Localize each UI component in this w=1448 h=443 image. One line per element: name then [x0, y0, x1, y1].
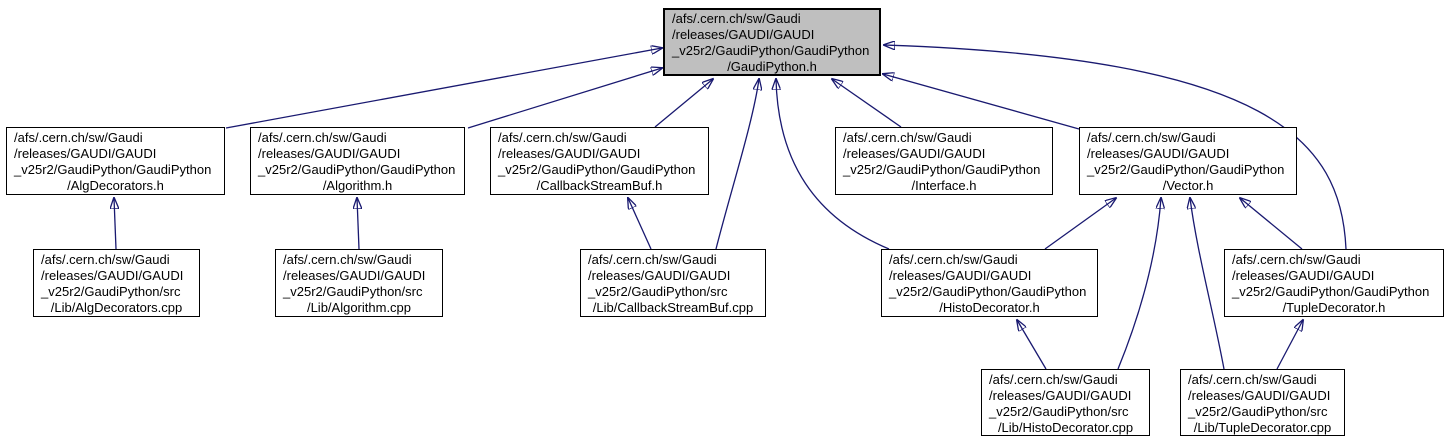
node-vector-h[interactable]: /afs/.cern.ch/sw/Gaudi /releases/GAUDI/G…	[1079, 127, 1297, 195]
node-file-text: /Lib/CallbackStreamBuf.cpp	[592, 300, 754, 315]
node-file-text: /Vector.h	[1162, 178, 1214, 193]
edge-tupledecorator-cpp-to-vector-h	[1190, 198, 1225, 370]
node-histodecorator-cpp[interactable]: /afs/.cern.ch/sw/Gaudi /releases/GAUDI/G…	[981, 369, 1150, 436]
node-interface-h[interactable]: /afs/.cern.ch/sw/Gaudi /releases/GAUDI/G…	[835, 127, 1053, 195]
node-path-text: /afs/.cern.ch/sw/Gaudi /releases/GAUDI/G…	[1232, 252, 1430, 299]
node-path-text: /afs/.cern.ch/sw/Gaudi /releases/GAUDI/G…	[889, 252, 1087, 299]
node-tupledecorator-cpp[interactable]: /afs/.cern.ch/sw/Gaudi /releases/GAUDI/G…	[1180, 369, 1345, 436]
edge-histodecorator-h-to-gaudipython-h	[776, 79, 890, 250]
node-file-text: /HistoDecorator.h	[939, 300, 1040, 315]
node-callbackstreambuf-h[interactable]: /afs/.cern.ch/sw/Gaudi /releases/GAUDI/G…	[490, 127, 709, 195]
node-path-text: /afs/.cern.ch/sw/Gaudi /releases/GAUDI/G…	[1087, 130, 1285, 177]
node-algorithm-h[interactable]: /afs/.cern.ch/sw/Gaudi /releases/GAUDI/G…	[250, 127, 465, 195]
edge-tupledecorator-h-to-gaudipython-h	[884, 45, 1347, 250]
node-file-text: /Lib/HistoDecorator.cpp	[997, 420, 1134, 435]
node-algdecorators-cpp[interactable]: /afs/.cern.ch/sw/Gaudi /releases/GAUDI/G…	[33, 249, 200, 317]
edge-tupledecorator-h-to-vector-h	[1240, 198, 1303, 250]
node-path-text: /afs/.cern.ch/sw/Gaudi /releases/GAUDI/G…	[14, 130, 212, 177]
node-algorithm-cpp[interactable]: /afs/.cern.ch/sw/Gaudi /releases/GAUDI/G…	[275, 249, 443, 317]
node-path-text: /afs/.cern.ch/sw/Gaudi /releases/GAUDI/G…	[498, 130, 696, 177]
edge-interface-h-to-gaudipython-h	[832, 79, 902, 128]
edge-histodecorator-h-to-vector-h	[1044, 198, 1116, 250]
node-file-text: /Interface.h	[911, 178, 977, 193]
node-path-text: /afs/.cern.ch/sw/Gaudi /releases/GAUDI/G…	[258, 130, 456, 177]
node-path-text: /afs/.cern.ch/sw/Gaudi /releases/GAUDI/G…	[989, 372, 1132, 419]
edge-vector-h-to-gaudipython-h	[883, 74, 1080, 130]
node-path-text: /afs/.cern.ch/sw/Gaudi /releases/GAUDI/G…	[1188, 372, 1331, 419]
node-tupledecorator-h[interactable]: /afs/.cern.ch/sw/Gaudi /releases/GAUDI/G…	[1224, 249, 1444, 317]
node-gaudipython-h[interactable]: /afs/.cern.ch/sw/Gaudi /releases/GAUDI/G…	[663, 8, 881, 76]
node-file-text: /Algorithm.h	[322, 178, 393, 193]
edge-algorithm-cpp-to-algorithm-h	[357, 198, 359, 250]
edge-histodecorator-cpp-to-vector-h	[1117, 198, 1161, 370]
node-path-text: /afs/.cern.ch/sw/Gaudi /releases/GAUDI/G…	[41, 252, 184, 299]
edge-algdecorators-cpp-to-algdecorators-h	[114, 198, 116, 250]
node-path-text: /afs/.cern.ch/sw/Gaudi /releases/GAUDI/G…	[672, 11, 870, 58]
edge-callbackstreambuf-h-to-gaudipython-h	[654, 79, 713, 128]
node-histodecorator-h[interactable]: /afs/.cern.ch/sw/Gaudi /releases/GAUDI/G…	[881, 249, 1098, 317]
edge-algdecorators-h-to-gaudipython-h	[225, 48, 662, 129]
edge-histodecorator-cpp-to-histodecorator-h	[1017, 320, 1047, 370]
node-path-text: /afs/.cern.ch/sw/Gaudi /releases/GAUDI/G…	[283, 252, 426, 299]
node-path-text: /afs/.cern.ch/sw/Gaudi /releases/GAUDI/G…	[588, 252, 731, 299]
edge-callbackstreambuf-cpp-to-callbackstreambuf-h	[628, 198, 652, 250]
node-file-text: /Lib/AlgDecorators.cpp	[50, 300, 183, 315]
edge-algorithm-h-to-gaudipython-h	[467, 68, 662, 129]
node-file-text: /CallbackStreamBuf.h	[536, 178, 663, 193]
node-file-text: /Lib/Algorithm.cpp	[306, 300, 412, 315]
edge-tupledecorator-cpp-to-tupledecorator-h	[1276, 320, 1303, 370]
node-file-text: /Lib/TupleDecorator.cpp	[1193, 420, 1332, 435]
node-file-text: /TupleDecorator.h	[1282, 300, 1386, 315]
node-path-text: /afs/.cern.ch/sw/Gaudi /releases/GAUDI/G…	[843, 130, 1041, 177]
node-callbackstreambuf-cpp[interactable]: /afs/.cern.ch/sw/Gaudi /releases/GAUDI/G…	[580, 249, 766, 317]
node-algdecorators-h[interactable]: /afs/.cern.ch/sw/Gaudi /releases/GAUDI/G…	[6, 127, 225, 195]
edge-callbackstreambuf-cpp-to-gaudipython-h	[715, 79, 759, 250]
node-file-text: /AlgDecorators.h	[67, 178, 164, 193]
node-file-text: /GaudiPython.h	[727, 59, 817, 74]
